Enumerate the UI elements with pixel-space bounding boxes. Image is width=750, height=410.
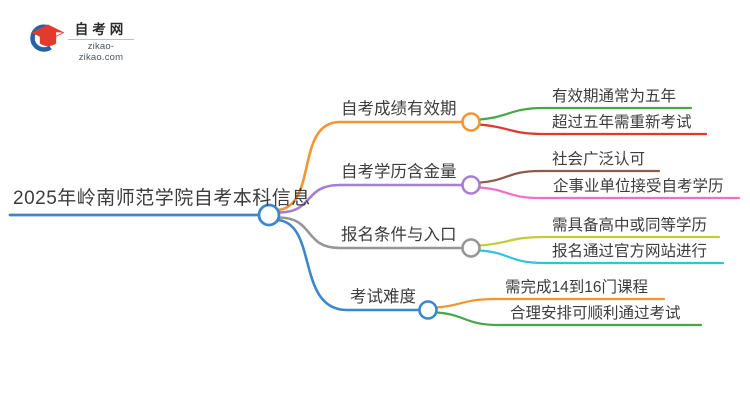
leaf-node-label: 超过五年需重新考试 <box>552 114 692 131</box>
branch-node-circle <box>461 238 481 258</box>
branch-node-circle <box>418 300 438 320</box>
leaf-node-label: 企事业单位接受自考学历 <box>553 178 724 195</box>
branch-line <box>276 120 464 212</box>
leaf-node-label: 有效期通常为五年 <box>552 88 677 105</box>
leaf-node-label: 报名通过官方网站进行 <box>552 243 708 260</box>
site-name: 自考网 <box>74 22 128 37</box>
leaf-line <box>478 106 693 121</box>
branch-line <box>277 216 464 250</box>
leaf-node-label: 社会广泛认可 <box>552 151 646 168</box>
branch-node-label: 自考成绩有效期 <box>341 100 457 118</box>
site-logo-text: 自考网 zikao-zikao.com <box>68 22 134 63</box>
site-logo[interactable]: 自考网 zikao-zikao.com <box>28 20 148 63</box>
site-url: zikao-zikao.com <box>78 41 124 63</box>
branch-node-label: 考试难度 <box>350 288 416 306</box>
branch-node-circle <box>461 112 481 132</box>
branch-line <box>276 218 421 312</box>
branch-line <box>277 183 464 214</box>
leaf-node-label: 需完成14到16门课程 <box>505 279 648 296</box>
leaf-line <box>435 311 703 327</box>
branch-node-label: 报名条件与入口 <box>341 226 457 244</box>
leaf-line <box>478 169 661 184</box>
graduation-cap-icon <box>30 24 65 52</box>
root-node-circle <box>257 203 281 227</box>
leaf-node-label: 需具备高中或同等学历 <box>552 217 708 234</box>
leaf-line <box>435 297 666 309</box>
leaf-node-label: 合理安排可顺利通过考试 <box>510 305 681 322</box>
leaf-line <box>478 123 708 136</box>
leaf-line <box>478 186 741 200</box>
leaf-line <box>478 235 721 247</box>
root-node-label: 2025年岭南师范学院自考本科信息 <box>13 188 311 209</box>
logo-divider <box>68 39 134 40</box>
branch-node-circle <box>461 175 481 195</box>
branch-node-label: 自考学历含金量 <box>341 163 457 181</box>
leaf-line <box>478 249 725 265</box>
